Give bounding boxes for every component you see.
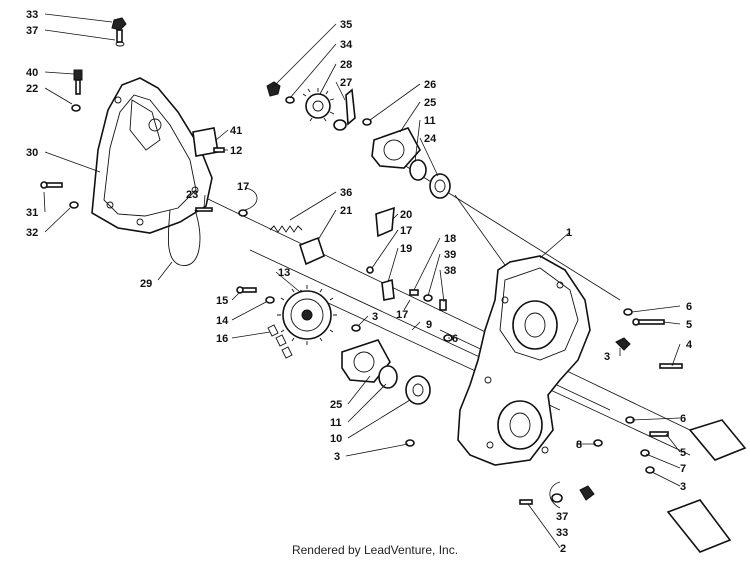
callout-14: 14	[216, 315, 229, 327]
lower-bearing-cover	[341, 324, 431, 405]
callout-25-lower: 25	[330, 399, 342, 411]
drive-shafts	[666, 419, 747, 553]
callout-2: 2	[560, 543, 566, 555]
callout-5-upper: 5	[686, 319, 692, 331]
callout-13: 13	[278, 267, 290, 279]
callout-30: 30	[26, 147, 38, 159]
callout-5-lower: 5	[680, 447, 686, 459]
callout-3-right: 3	[604, 351, 610, 363]
callout-3-lower: 3	[334, 451, 340, 463]
callout-4: 4	[686, 339, 693, 351]
callout-11-lower: 11	[330, 417, 342, 429]
callout-39: 39	[444, 249, 456, 261]
callout-33: 33	[26, 9, 38, 21]
callout-28: 28	[340, 59, 352, 71]
callout-23: 23	[186, 189, 198, 201]
callout-17-mid: 17	[400, 225, 412, 237]
callout-22: 22	[26, 83, 38, 95]
callout-3-bottom: 3	[680, 481, 686, 493]
callout-8: 8	[576, 439, 582, 451]
callout-16: 16	[216, 333, 228, 345]
washer	[238, 209, 248, 217]
callout-7: 7	[680, 463, 686, 475]
callout-40: 40	[26, 67, 38, 79]
callout-37: 37	[26, 25, 38, 37]
upper-sprocket-stack	[266, 81, 356, 131]
chain-case-housing	[457, 255, 591, 466]
callout-3-mid: 3	[372, 311, 378, 323]
callout-10: 10	[330, 433, 342, 445]
upper-bearing-cover	[362, 118, 451, 199]
callout-17-lower: 17	[396, 309, 408, 321]
sprocket-bolt	[236, 286, 293, 359]
inspection-plate	[192, 127, 225, 157]
callout-26: 26	[424, 79, 436, 91]
callout-9: 9	[426, 319, 432, 331]
callout-1: 1	[566, 227, 572, 239]
callout-38: 38	[444, 265, 456, 277]
callout-6-upper: 6	[686, 301, 692, 313]
axis-lines	[159, 149, 691, 456]
render-credit: Rendered by LeadVenture, Inc.	[291, 543, 459, 557]
callout-12: 12	[230, 145, 242, 157]
grease-fitting	[71, 69, 83, 112]
cover-top-bolt	[111, 17, 127, 47]
leader-lines	[43, 13, 681, 549]
callout-41: 41	[230, 125, 242, 137]
callout-19: 19	[400, 243, 412, 255]
callout-20: 20	[400, 209, 412, 221]
callout-21: 21	[340, 205, 352, 217]
callout-36: 36	[340, 187, 352, 199]
callout-18: 18	[444, 233, 456, 245]
callout-35: 35	[340, 19, 352, 31]
callout-15: 15	[216, 295, 228, 307]
callout-6-left: 6	[452, 333, 458, 345]
callout-labels: 33 37 40 22 30 31 32 41 12 23 29 17 35 3…	[26, 9, 693, 555]
callout-33-lower: 33	[556, 527, 568, 539]
chain-case-cover	[91, 77, 213, 234]
callout-37-lower: 37	[556, 511, 568, 523]
callout-24: 24	[424, 133, 437, 145]
callout-29: 29	[140, 278, 152, 290]
callout-34: 34	[340, 39, 353, 51]
callout-11-upper: 11	[424, 115, 436, 127]
callout-31: 31	[26, 207, 38, 219]
drive-sprocket	[277, 285, 337, 345]
callout-6-lower: 6	[680, 413, 686, 425]
brake-linkage	[366, 206, 447, 311]
callout-27: 27	[340, 77, 352, 89]
callout-32: 32	[26, 227, 38, 239]
callout-25-upper: 25	[424, 97, 436, 109]
right-fasteners	[405, 308, 683, 505]
callout-17-upper: 17	[237, 181, 249, 193]
tensioner-spring	[269, 225, 325, 266]
cover-screw	[40, 181, 79, 209]
